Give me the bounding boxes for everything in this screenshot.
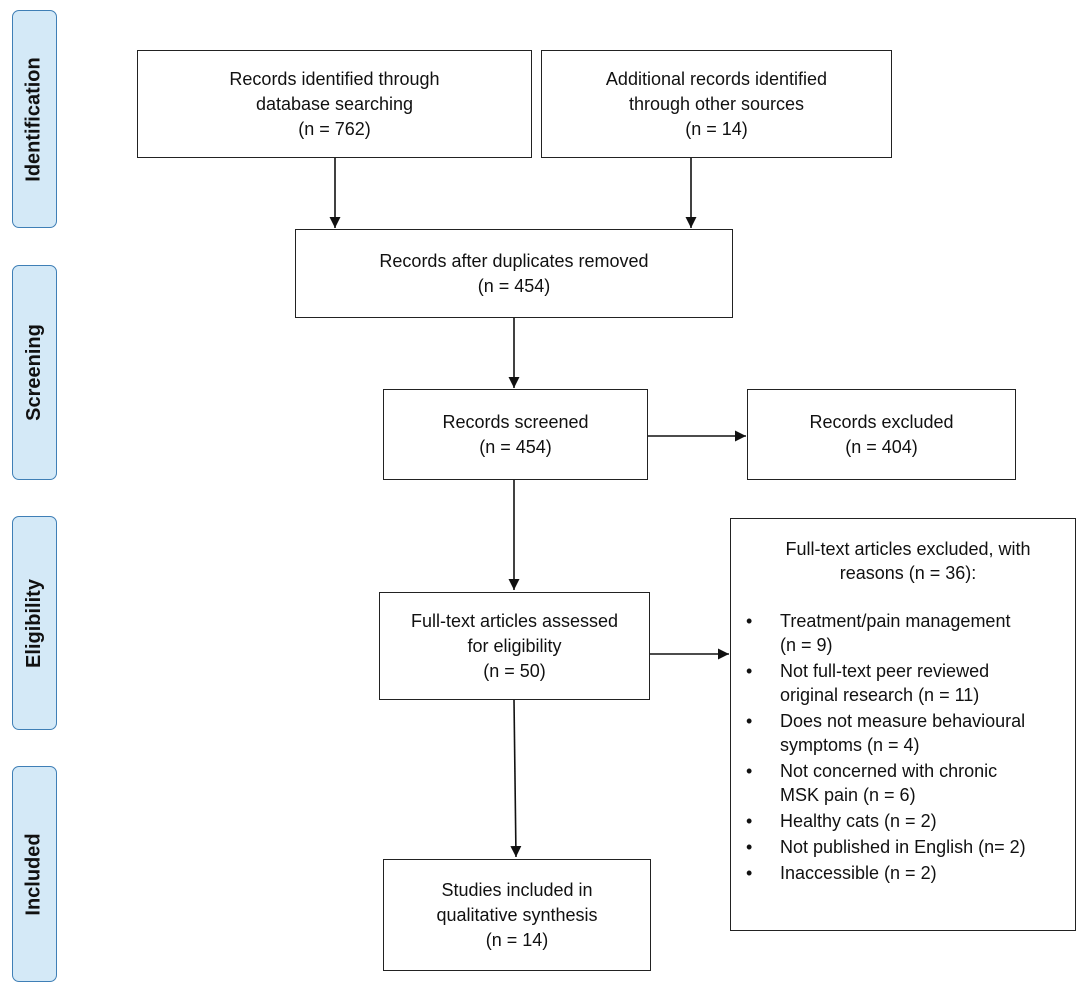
included-studies-line1: Studies included in xyxy=(441,879,593,900)
stage-included-label: Included xyxy=(23,832,46,916)
box-database-search: Records identified through database sear… xyxy=(137,50,532,158)
exclusion-reason-line2: MSK pain (n = 6) xyxy=(780,785,916,805)
box-records-excluded: Records excluded (n = 404) xyxy=(747,389,1016,480)
exclusion-reason-line1: Healthy cats (n = 2) xyxy=(780,811,937,831)
stage-eligibility: Eligibility xyxy=(12,516,57,730)
exclusion-reason-item: Not full-text peer reviewed original res… xyxy=(731,659,1075,707)
exclusion-reason-line1: Not full-text peer reviewed xyxy=(780,661,990,681)
records-screened-count: (n = 454) xyxy=(479,436,552,457)
arrow-fulltext-to-included xyxy=(510,699,522,858)
exclusion-reason-line2: original research (n = 11) xyxy=(780,685,980,705)
fulltext-assessed-line1: Full-text articles assessed xyxy=(410,610,619,631)
stage-eligibility-label: Eligibility xyxy=(23,578,45,668)
box-included-studies: Studies included in qualitative synthesi… xyxy=(383,859,651,971)
duplicates-removed-count: (n = 454) xyxy=(477,275,551,296)
other-sources-line1: Additional records identified xyxy=(605,68,828,89)
duplicates-removed-line1: Records after duplicates removed xyxy=(379,250,649,271)
stage-included: Included xyxy=(12,766,57,982)
included-studies-line2: qualitative synthesis xyxy=(436,904,598,925)
stage-identification: Identification xyxy=(12,10,57,228)
fulltext-assessed-line2: for eligibility xyxy=(467,635,562,656)
box-fulltext-assessed: Full-text articles assessed for eligibil… xyxy=(379,592,650,700)
box-records-screened: Records screened (n = 454) xyxy=(383,389,648,480)
box-other-sources: Additional records identified through ot… xyxy=(541,50,892,158)
fulltext-excluded-heading-line2: reasons (n = 36): xyxy=(839,563,977,583)
exclusion-reason-line2: symptoms (n = 4) xyxy=(780,735,920,755)
exclusion-reason-item: Healthy cats (n = 2) xyxy=(731,809,1075,833)
fulltext-excluded-heading: Full-text articles excluded, with reason… xyxy=(731,537,1075,585)
exclusion-reasons-list: Treatment/pain management (n = 9) Not fu… xyxy=(731,609,1075,885)
database-search-line1: Records identified through xyxy=(229,68,440,89)
database-search-count: (n = 762) xyxy=(298,118,371,139)
exclusion-reason-line1: Not concerned with chronic xyxy=(780,761,998,781)
stage-screening: Screening xyxy=(12,265,57,480)
exclusion-reason-line1: Treatment/pain management xyxy=(780,611,1011,631)
box-duplicates-removed: Records after duplicates removed (n = 45… xyxy=(295,229,733,318)
exclusion-reason-line1: Inaccessible (n = 2) xyxy=(780,863,937,883)
exclusion-reason-item: Treatment/pain management (n = 9) xyxy=(731,609,1075,657)
included-studies-count: (n = 14) xyxy=(485,929,549,950)
exclusion-reason-item: Inaccessible (n = 2) xyxy=(731,861,1075,885)
records-excluded-line1: Records excluded xyxy=(809,411,954,432)
other-sources-count: (n = 14) xyxy=(685,118,748,139)
records-screened-line1: Records screened xyxy=(442,411,589,432)
exclusion-reason-item: Not published in English (n= 2) xyxy=(731,835,1075,859)
exclusion-reason-line1: Not published in English (n= 2) xyxy=(780,837,1026,857)
stage-screening-label: Screening xyxy=(23,324,46,421)
exclusion-reason-item: Not concerned with chronic MSK pain (n =… xyxy=(731,759,1075,807)
exclusion-reason-line1: Does not measure behavioural xyxy=(780,711,1026,731)
fulltext-assessed-count: (n = 50) xyxy=(483,660,546,681)
fulltext-excluded-heading-line1: Full-text articles excluded, with xyxy=(785,539,1031,559)
exclusion-reason-line2: (n = 9) xyxy=(780,635,833,655)
database-search-line2: database searching xyxy=(255,93,414,114)
stage-identification-label: Identification xyxy=(23,56,46,182)
box-fulltext-excluded: Full-text articles excluded, with reason… xyxy=(730,518,1076,931)
exclusion-reason-item: Does not measure behavioural symptoms (n… xyxy=(731,709,1075,757)
records-excluded-count: (n = 404) xyxy=(845,436,918,457)
other-sources-line2: through other sources xyxy=(628,93,805,114)
